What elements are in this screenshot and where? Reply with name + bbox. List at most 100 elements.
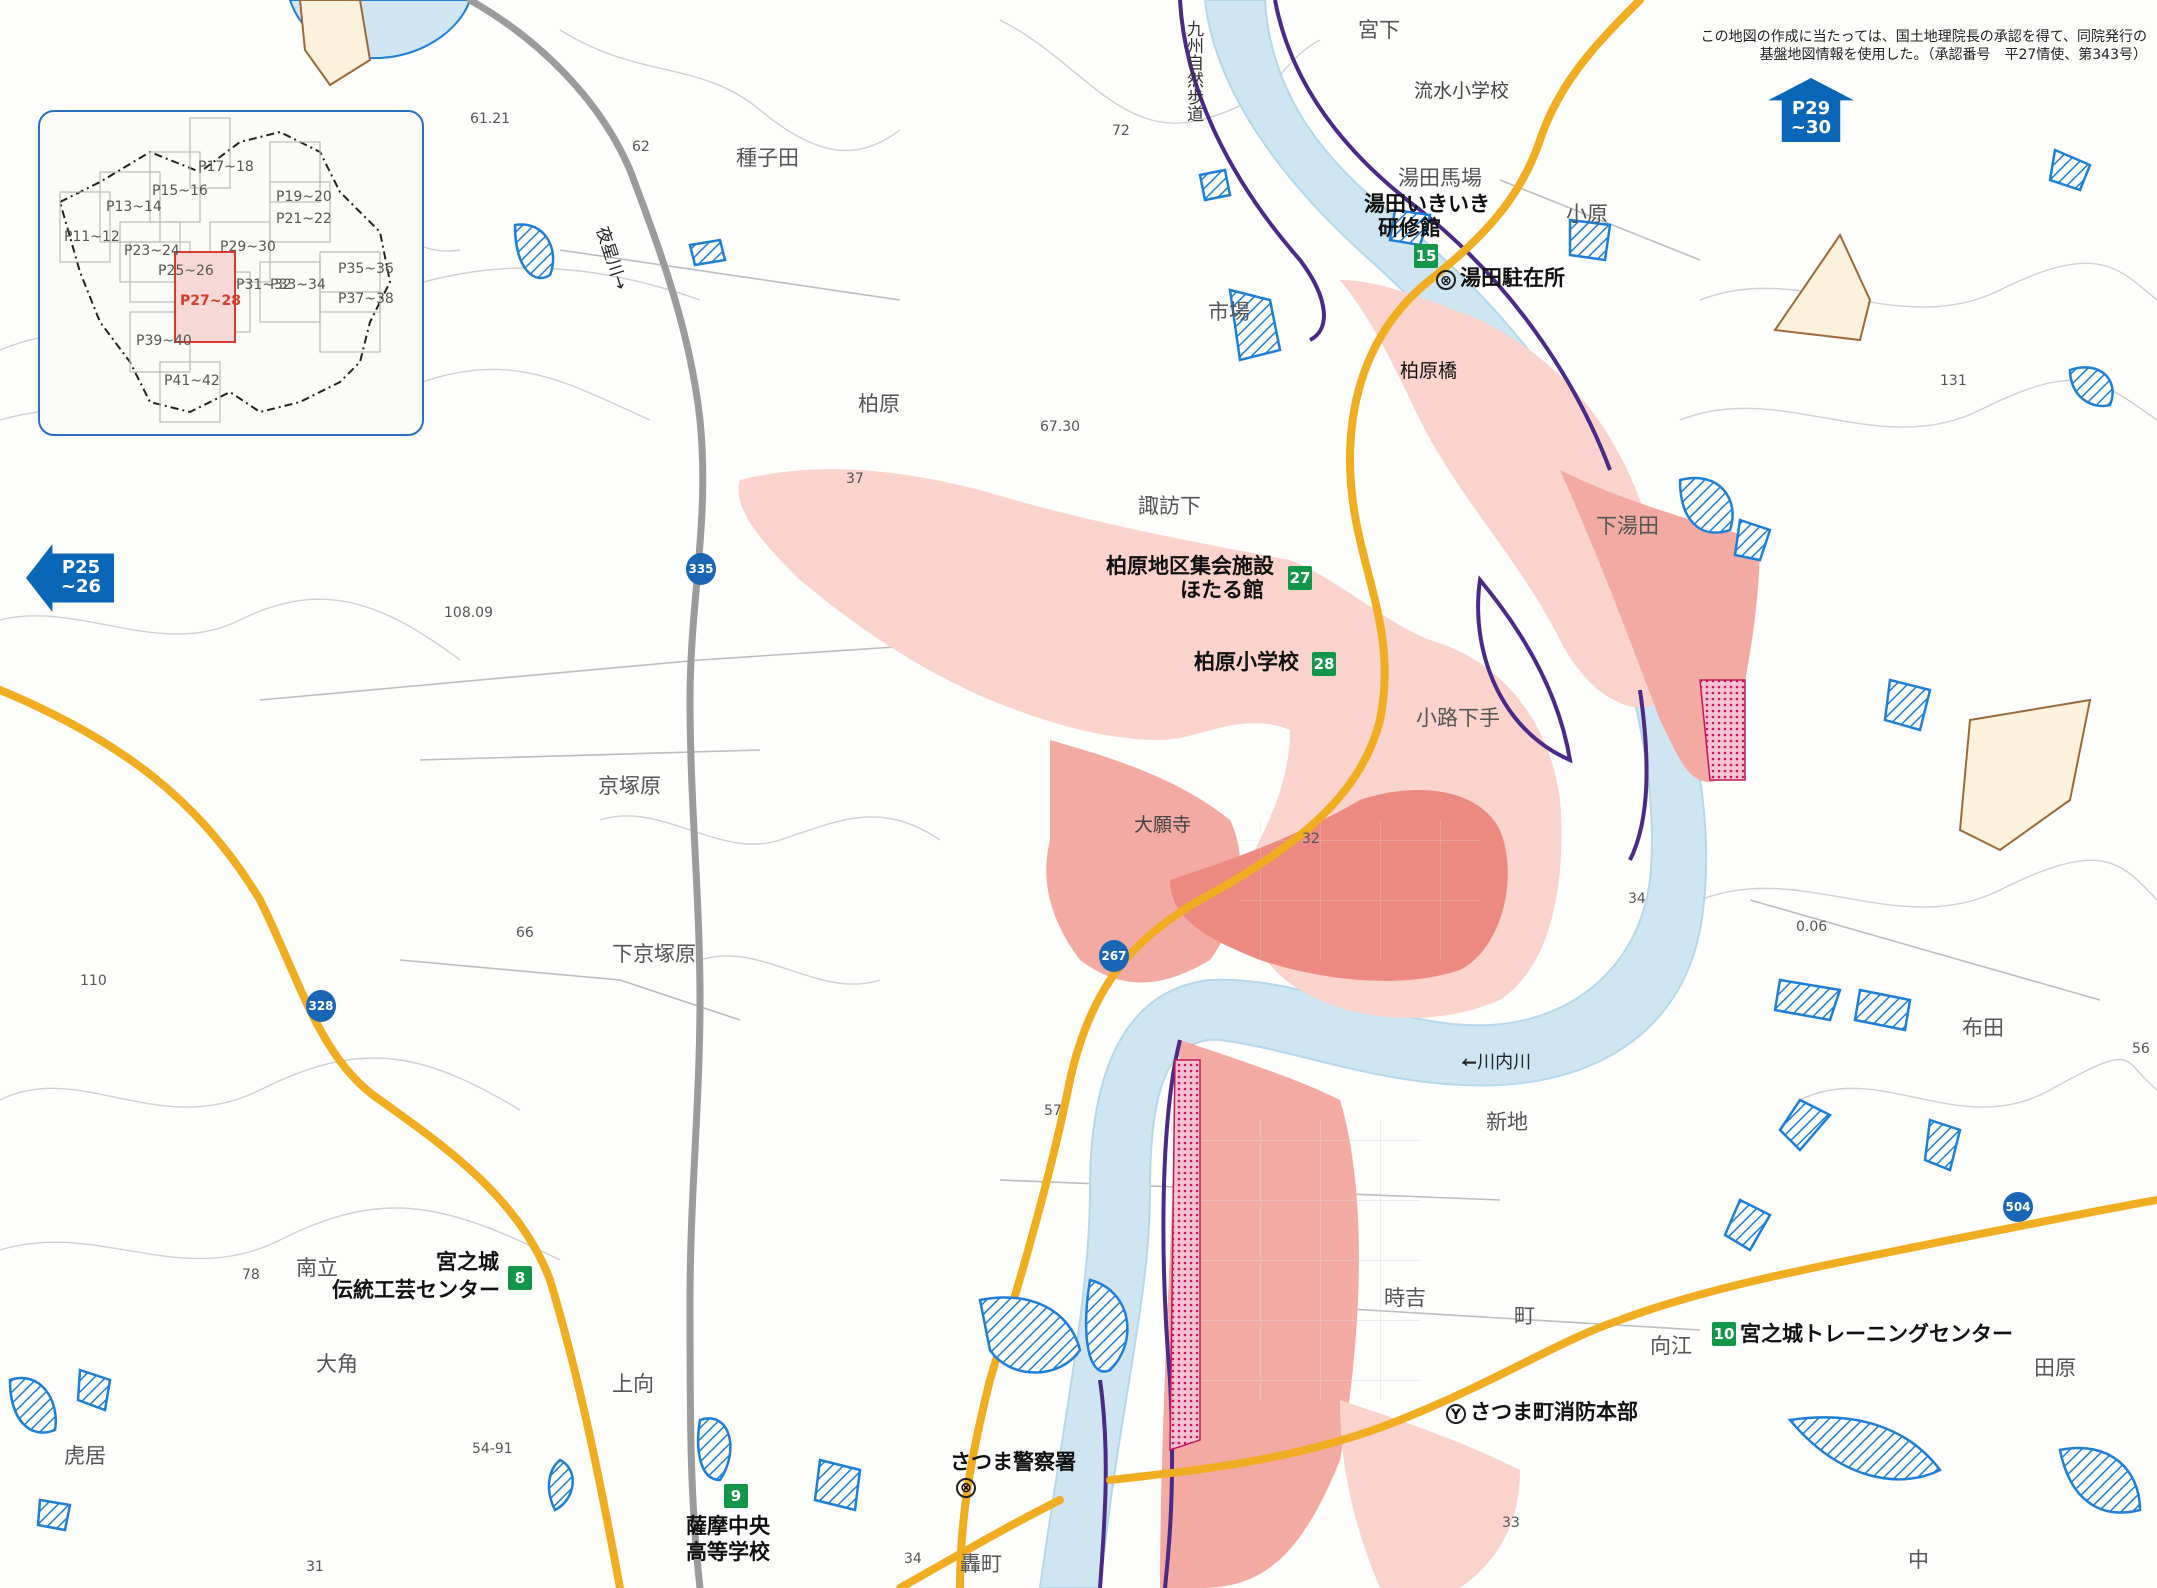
spot-height: 32 <box>1302 831 1320 847</box>
page-link-label: P25 <box>61 557 101 579</box>
shelter-number-badge: 9 <box>724 1484 748 1508</box>
place-label: 南立 <box>296 1256 338 1280</box>
page-link-label: ~30 <box>1790 117 1832 138</box>
spot-height: 131 <box>1940 373 1967 389</box>
route-shield-328: 328 <box>306 990 336 1022</box>
place-label: 田原 <box>2034 1356 2076 1380</box>
spot-height: 34 <box>904 1551 922 1567</box>
dike-hatch-south <box>1169 1059 1201 1452</box>
spot-height: 67.30 <box>1040 419 1081 435</box>
police-icon: ⊗ <box>1436 270 1456 290</box>
page-link-label: ~26 <box>60 576 102 597</box>
inset-page-label: P41~42 <box>164 373 220 389</box>
place-label: 種子田 <box>736 146 799 170</box>
route-shield-267: 267 <box>1099 940 1129 972</box>
spot-height: 33 <box>1502 1515 1520 1531</box>
spot-height: 110 <box>80 973 107 989</box>
spot-height: 0.06 <box>1796 919 1828 935</box>
police-satsuma[interactable]: さつま警察署 <box>950 1452 1076 1473</box>
credit-line-1: この地図の作成に当たっては、国土地理院長の承認を得て、同院発行の <box>1700 29 2147 45</box>
place-label: 下京塚原 <box>612 942 696 966</box>
spot-height: 34 <box>1628 891 1646 907</box>
trail-label: 九州自然歩道 <box>1183 20 1203 122</box>
place-label: 柏原 <box>858 392 900 416</box>
place-label: 大角 <box>316 1352 358 1376</box>
place-label: 柏原橋 <box>1400 360 1458 382</box>
place-label: 町 <box>1514 1304 1535 1328</box>
inset-page-label: P17~18 <box>198 159 254 175</box>
place-label: 中 <box>1908 1548 1929 1572</box>
inset-page-label: P15~16 <box>152 183 208 199</box>
police-name: さつま警察署 <box>950 1450 1076 1474</box>
fire-name: さつま町消防本部 <box>1470 1400 1638 1424</box>
inset-page-label: P25~26 <box>158 263 214 279</box>
shelter-name: ほたる館 <box>1180 578 1264 602</box>
river-label-sendai: ←川内川 <box>1462 1052 1532 1073</box>
map-credit: この地図の作成に当たっては、国土地理院長の承認を得て、同院発行の 基盤地図情報を… <box>1701 28 2147 64</box>
place-label: 上向 <box>612 1372 654 1396</box>
spot-height: 37 <box>846 471 864 487</box>
shelter-number-badge: 10 <box>1712 1322 1736 1346</box>
shelter-name: 研修館 <box>1378 216 1441 240</box>
inset-page-label: P11~12 <box>64 229 120 245</box>
shelter-number-badge: 15 <box>1414 244 1438 268</box>
spot-height: 54-91 <box>472 1441 513 1457</box>
place-label: 布田 <box>1962 1016 2004 1040</box>
shelter-number-badge: 27 <box>1288 566 1312 590</box>
fire-station-icon: Y <box>1446 1404 1466 1424</box>
police-icon: ⊗ <box>956 1478 976 1498</box>
place-label: 向江 <box>1650 1334 1692 1358</box>
inset-boundary <box>58 117 392 423</box>
inset-page-label: P19~20 <box>276 189 332 205</box>
landslide-zones <box>8 148 2142 1532</box>
spot-height: 31 <box>306 1559 324 1575</box>
route-shield-335: 335 <box>686 553 716 585</box>
index-inset-map[interactable]: P17~18 P15~16 P19~20 P13~14 P21~22 P11~1… <box>38 110 424 436</box>
place-label: 流水小学校 <box>1414 80 1510 102</box>
place-label: 大願寺 <box>1134 814 1192 836</box>
place-label: 湯田馬場 <box>1398 166 1482 190</box>
inset-page-label: P37~38 <box>338 291 394 307</box>
page-link-label: P29 <box>1791 98 1831 120</box>
dike-hatch-east <box>1699 679 1746 781</box>
field-grid-flood <box>1240 820 1480 960</box>
inset-page-label: P33~34 <box>270 277 326 293</box>
police-yuda[interactable]: ⊗湯田駐在所 <box>1436 268 1565 290</box>
police-name: 湯田駐在所 <box>1460 266 1565 290</box>
spot-height: 56 <box>2132 1041 2150 1057</box>
spot-height: 108.09 <box>444 605 493 621</box>
inset-page-label: P31~32 <box>236 277 292 293</box>
place-label: 小路下手 <box>1416 706 1500 730</box>
inset-page-label: P21~22 <box>276 211 332 227</box>
route-shield-504: 504 <box>2003 1192 2033 1222</box>
spot-height: 62 <box>632 139 650 155</box>
place-label: 諏訪下 <box>1138 494 1201 518</box>
sediment-zones <box>298 0 2092 852</box>
place-label: 虎居 <box>64 1444 106 1468</box>
place-label: 轟町 <box>960 1552 1002 1576</box>
shelter-name: 湯田いきいき <box>1364 192 1490 216</box>
shelter-number-badge: 28 <box>1312 652 1336 676</box>
spot-height: 78 <box>242 1267 260 1283</box>
place-label: 小原 <box>1566 202 1608 226</box>
place-label: 市場 <box>1208 300 1250 324</box>
inset-page-label: P39~40 <box>136 333 192 349</box>
field-grid-south <box>1200 1120 1420 1400</box>
place-label: 京塚原 <box>598 774 661 798</box>
inset-page-label: P35~36 <box>338 261 394 277</box>
place-label: 宮下 <box>1358 18 1400 42</box>
place-label: 新地 <box>1486 1110 1528 1134</box>
spot-height: 61.21 <box>470 111 511 127</box>
inset-page-label: P13~14 <box>106 199 162 215</box>
shelter-number-badge: 8 <box>508 1266 532 1290</box>
spot-height: 66 <box>516 925 534 941</box>
place-label: 時吉 <box>1384 1286 1426 1310</box>
shelter-name: 柏原小学校 <box>1194 650 1299 674</box>
spot-height: 57 <box>1044 1103 1062 1119</box>
shelter-name: 柏原地区集会施設 <box>1106 554 1274 578</box>
inset-page-label: P23~24 <box>124 243 180 259</box>
inset-page-label: P29~30 <box>220 239 276 255</box>
